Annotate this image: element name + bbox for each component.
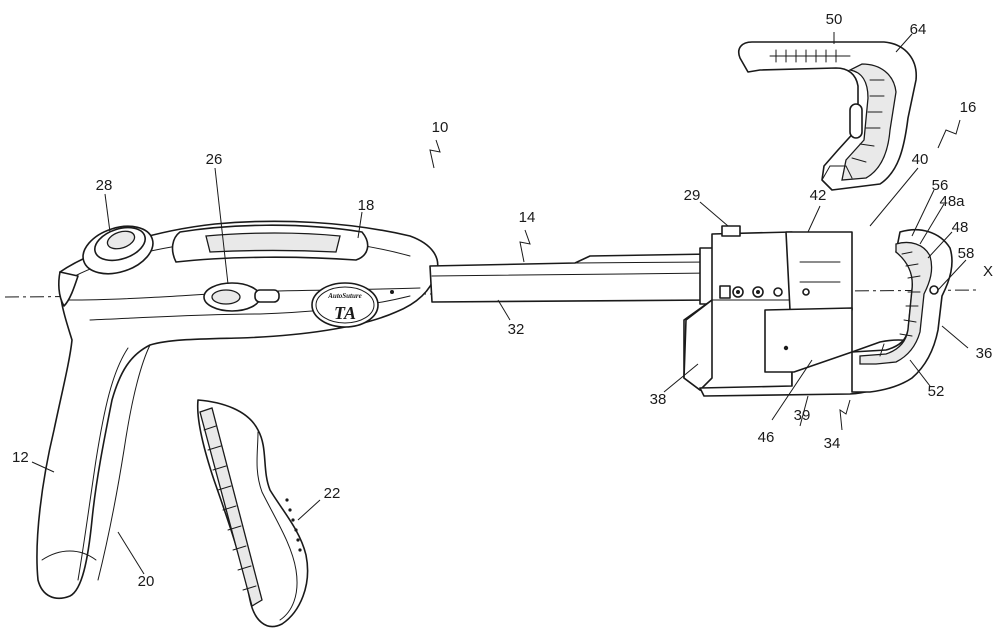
label-18: 18 xyxy=(358,197,375,214)
label-29: 29 xyxy=(684,187,701,204)
label-56: 56 xyxy=(932,177,949,194)
label-50: 50 xyxy=(826,11,843,28)
label-34: 34 xyxy=(824,435,841,452)
label-39: 39 xyxy=(794,407,811,424)
shaft xyxy=(430,254,712,302)
pin-58 xyxy=(930,286,938,294)
pin-29 xyxy=(722,226,740,236)
label-12: 12 xyxy=(12,449,29,466)
logo-text: TA xyxy=(334,303,356,323)
label-26: 26 xyxy=(206,151,223,168)
label-42: 42 xyxy=(810,187,827,204)
indicator-window xyxy=(206,233,340,252)
carrier-side xyxy=(684,300,712,390)
cartridge-slot-window xyxy=(850,104,862,138)
label-axis-x: X xyxy=(983,263,993,280)
firing-trigger xyxy=(198,400,308,627)
label-38: 38 xyxy=(650,391,667,408)
label-36: 36 xyxy=(976,345,993,362)
label-46: 46 xyxy=(758,429,775,446)
label-32: 32 xyxy=(508,321,525,338)
label-10: 10 xyxy=(432,119,449,136)
label-48: 48 xyxy=(952,219,969,236)
label-48a: 48a xyxy=(939,193,965,210)
jaw-assembly xyxy=(684,226,952,396)
handle-assembly: AutoSuture TA xyxy=(37,218,438,627)
label-52: 52 xyxy=(928,383,945,400)
clamp-body xyxy=(786,232,852,310)
label-20: 20 xyxy=(138,573,155,590)
logo-script: AutoSuture xyxy=(327,292,361,300)
elongated-body xyxy=(430,248,716,304)
label-16: 16 xyxy=(960,99,977,116)
label-64: 64 xyxy=(910,21,927,38)
label-58: 58 xyxy=(958,245,975,262)
label-40: 40 xyxy=(912,151,929,168)
label-14: 14 xyxy=(519,209,536,226)
label-22: 22 xyxy=(324,485,341,502)
label-28: 28 xyxy=(96,177,113,194)
cartridge-assembly xyxy=(739,42,916,190)
